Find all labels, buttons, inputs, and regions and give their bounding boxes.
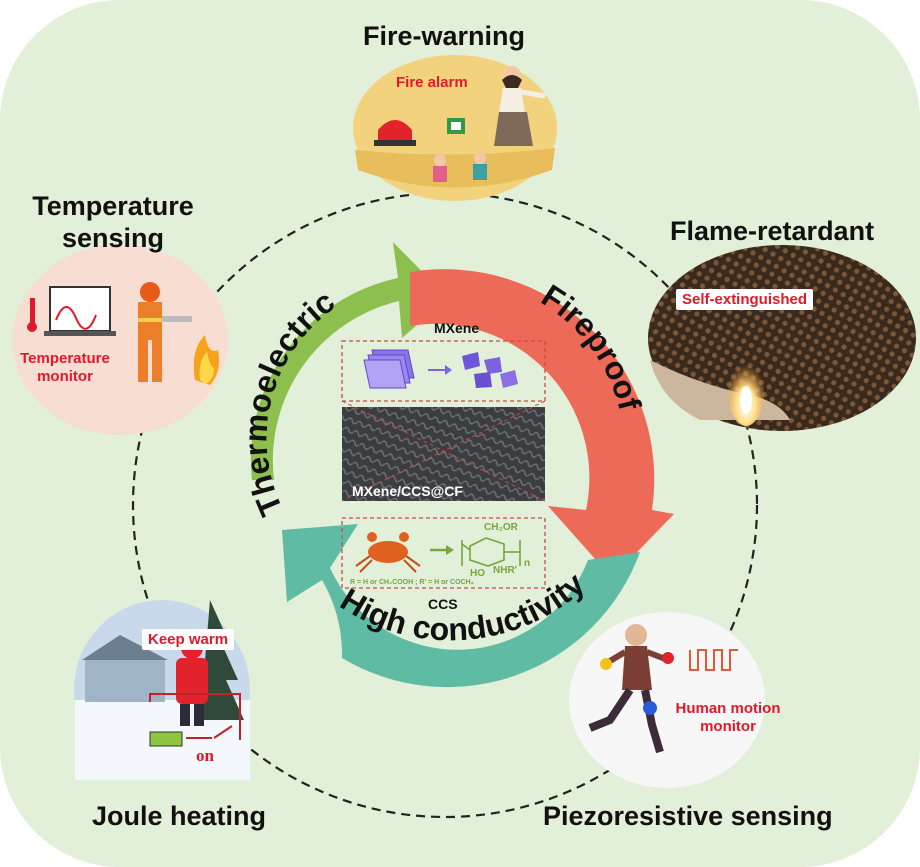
temperature-sensing-line2: sensing	[61, 223, 165, 254]
mxene-label: MXene	[434, 320, 480, 336]
mxene-layers-icon	[363, 349, 415, 389]
joule-heating-label: Joule heating	[92, 801, 267, 831]
flame-retardant-illustration	[648, 245, 916, 431]
mxene-flakes-icon	[462, 352, 518, 388]
mxene-box	[341, 340, 546, 402]
guide-line	[341, 400, 546, 502]
dashed-ring	[131, 191, 759, 819]
self-extinguished-tag: Self-extinguished	[676, 289, 814, 310]
thermoelectric-text: Thermoelectric	[237, 283, 341, 521]
formula-n: n	[524, 558, 531, 569]
formula-top: CH₂OR	[484, 522, 518, 533]
human-motion-tag: Human motion monitor	[658, 700, 798, 736]
keep-warm-tag: Keep warm	[142, 629, 235, 650]
composite-label: MXene/CCS@CF	[352, 483, 463, 499]
crab-icon	[355, 532, 421, 573]
formula-ho: HO	[470, 568, 485, 579]
arrow-icon	[428, 365, 452, 375]
temperature-monitor-line1: Temperature	[20, 350, 110, 367]
arrow-green-icon	[430, 545, 454, 555]
conductivity-arc	[282, 524, 640, 688]
human-motion-line1: Human motion	[675, 700, 781, 717]
formula-note: R = H or CH₂COOH ; R' = H or COCH₃	[350, 579, 474, 586]
thermoelectric-arc	[250, 242, 448, 480]
fireproof-arc	[410, 269, 674, 578]
ccs-label: CCS	[428, 596, 458, 612]
temperature-monitor-line2: monitor	[37, 368, 93, 385]
fabric-image	[342, 407, 545, 501]
fire-warning-label: Fire-warning	[363, 21, 526, 51]
temperature-monitor-tag: Temperature monitor	[10, 350, 120, 386]
thermoelectric-label: Thermoelectric	[237, 283, 341, 521]
fire-alarm-tag: Fire alarm	[396, 74, 468, 91]
formula-nhr: NHR'	[493, 565, 518, 576]
joule-heating-illustration	[74, 600, 250, 780]
human-motion-line2: monitor	[700, 718, 756, 735]
human-motion-illustration	[569, 612, 765, 788]
fire-warning-illustration	[353, 55, 557, 201]
chitosan-structure-icon	[461, 537, 521, 567]
temperature-sensing-line1: Temperature	[32, 191, 194, 221]
temperature-sensing-label: Temperature sensing	[18, 190, 208, 255]
flame-retardant-label: Flame-retardant	[670, 216, 875, 246]
piezoresistive-sensing-label: Piezoresistive sensing	[543, 801, 833, 831]
switch-on-tag: on	[196, 746, 214, 765]
ccs-box	[341, 517, 546, 589]
temperature-sensing-illustration	[12, 245, 228, 435]
